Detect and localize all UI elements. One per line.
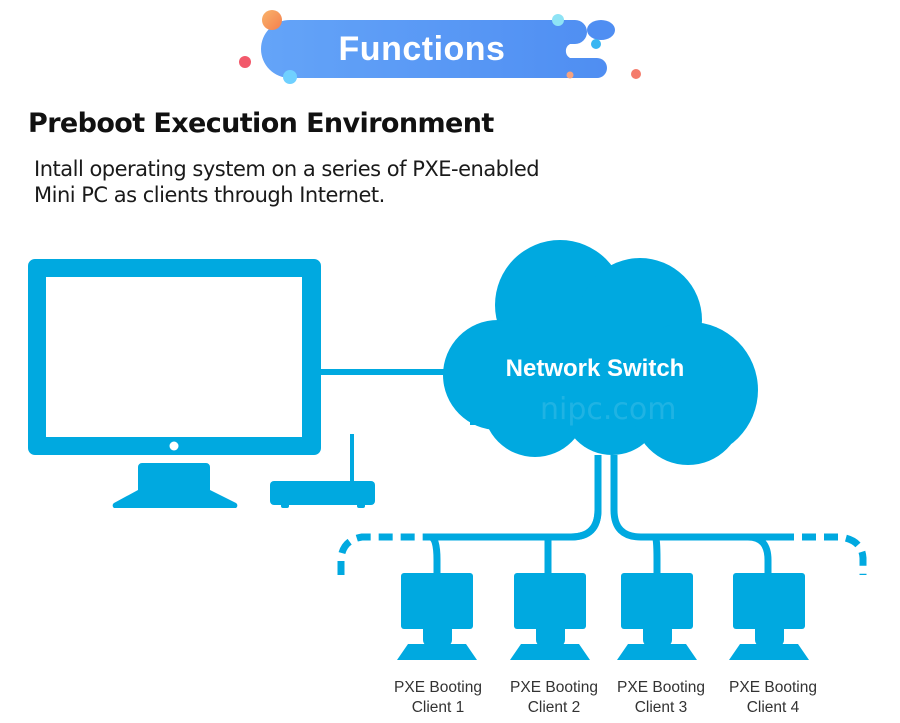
functions-banner [239, 10, 641, 84]
server-monitor-icon [28, 259, 321, 508]
client-label-1: PXE Booting Client 1 [383, 678, 493, 718]
pxe-network-diagram [28, 240, 867, 660]
client-label-line-1: PXE Booting [510, 679, 598, 696]
server-cloud-link [320, 369, 460, 375]
client-label-line-2: Client 2 [527, 699, 581, 716]
client-pcs [397, 573, 809, 660]
client-label-line-2: Client 1 [411, 699, 465, 716]
banner-title: Functions [338, 30, 506, 68]
banner-shape [261, 20, 615, 78]
client-3-pc-icon [617, 573, 697, 660]
client-4-pc-icon [729, 573, 809, 660]
client-label-3: PXE Booting Client 3 [606, 678, 716, 718]
client-label-line-1: PXE Booting [394, 679, 482, 696]
router-icon [270, 434, 375, 508]
decor-dot-orange [262, 10, 282, 30]
decor-dot-blue [591, 39, 601, 49]
network-switch-label: Network Switch [505, 355, 685, 382]
client-2-pc-icon [510, 573, 590, 660]
decor-dot-red [239, 56, 251, 68]
client-label-4: PXE Booting Client 4 [718, 678, 828, 718]
client-label-line-1: PXE Booting [729, 679, 817, 696]
decor-dot-peach [566, 71, 574, 79]
client-label-line-1: PXE Booting [617, 679, 705, 696]
decor-dot-cyan-top [552, 14, 564, 26]
client-label-line-2: Client 3 [634, 699, 688, 716]
client-label-2: PXE Booting Client 2 [499, 678, 609, 718]
description: Intall operating system on a series of P… [34, 156, 540, 208]
client-label-line-2: Client 4 [746, 699, 800, 716]
description-line-2: Mini PC as clients through Internet. [34, 183, 385, 207]
decor-dot-pink [631, 69, 641, 79]
network-switch-cloud-icon [443, 240, 758, 465]
watermark: nipc.com [540, 392, 677, 427]
decor-dot-cyan [283, 70, 297, 84]
page-heading: Preboot Execution Environment [28, 108, 494, 139]
description-line-1: Intall operating system on a series of P… [34, 157, 540, 181]
network-branch-lines [337, 455, 867, 575]
client-1-pc-icon [397, 573, 477, 660]
